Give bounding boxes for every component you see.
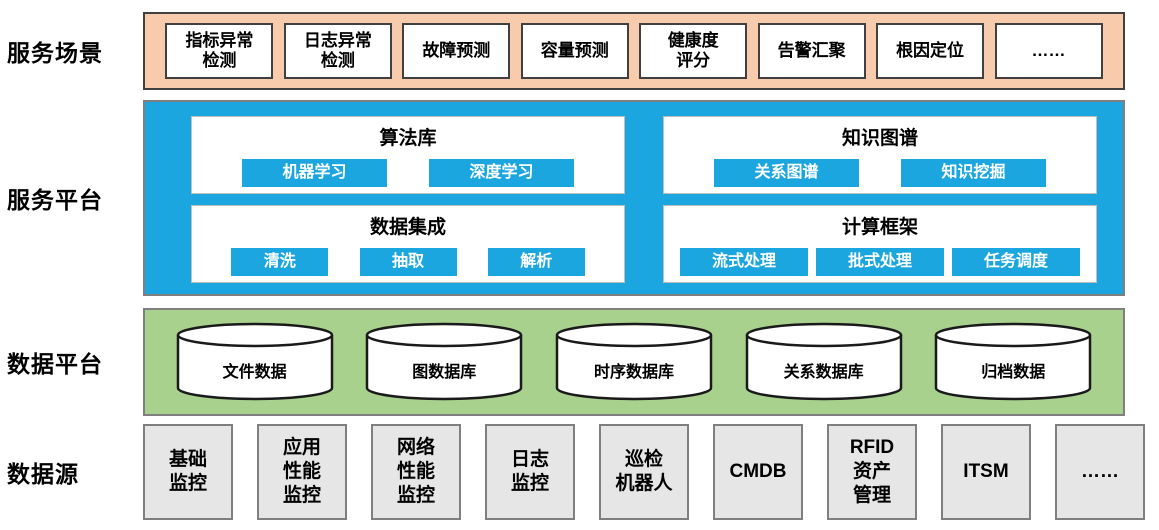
database-cylinder-archive-data: 归档数据 (933, 322, 1093, 402)
source-box-basic-monitoring: 基础 监控 (143, 424, 233, 520)
group-title-algorithm-library: 算法库 (379, 128, 437, 149)
database-cylinder-graph-db: 图数据库 (364, 322, 524, 402)
source-box-log-monitoring: 日志 监控 (485, 424, 575, 520)
source-box-npm: 网络 性能 监控 (371, 424, 461, 520)
source-box-cmdb: CMDB (713, 424, 803, 520)
source-box-inspection-robot: 巡检 机器人 (599, 424, 689, 520)
cylinder-label: 归档数据 (981, 364, 1046, 381)
database-cylinder-timeseries-db: 时序数据库 (554, 322, 714, 402)
group-title-data-integration: 数据集成 (369, 217, 446, 238)
chip-knowledge-mining: 知识挖掘 (901, 159, 1046, 187)
group-data-integration: 数据集成 清洗 抽取 解析 (191, 205, 625, 283)
chip-task-scheduling: 任务调度 (952, 248, 1080, 276)
database-cylinder-relational-db: 关系数据库 (744, 322, 904, 402)
scenario-box-metric-anomaly: 指标异常 检测 (165, 23, 274, 79)
cylinder-label: 文件数据 (222, 364, 287, 381)
scenario-box-health-score: 健康度 评分 (639, 23, 748, 79)
data-integration-chips: 清洗 抽取 解析 (200, 248, 616, 276)
chip-parsing: 解析 (487, 248, 585, 276)
knowledge-graph-chips: 关系图谱 知识挖掘 (672, 159, 1088, 187)
group-algorithm-library: 算法库 机器学习 深度学习 (191, 116, 625, 194)
chip-machine-learning: 机器学习 (242, 159, 387, 187)
scenario-box-root-cause: 根因定位 (876, 23, 985, 79)
row-label-platform: 服务平台 (7, 187, 103, 213)
scenario-box-capacity-prediction: 容量预测 (520, 23, 629, 79)
platform-band: 算法库 机器学习 深度学习 知识图谱 关系图谱 知识挖掘 数据集成 清洗 抽取 … (143, 100, 1125, 296)
source-box-more: …… (1055, 424, 1145, 520)
chip-stream-processing: 流式处理 (680, 248, 808, 276)
group-computing-framework: 计算框架 流式处理 批式处理 任务调度 (663, 205, 1097, 283)
scenario-box-alert-aggregation: 告警汇聚 (757, 23, 866, 79)
source-box-apm: 应用 性能 监控 (257, 424, 347, 520)
data-platform-band: 文件数据 图数据库 时序数据库 (143, 308, 1125, 416)
cylinder-label: 关系数据库 (783, 364, 864, 381)
data-sources-band: 基础 监控 应用 性能 监控 网络 性能 监控 日志 监控 巡检 机器人 CMD… (143, 424, 1145, 520)
chip-deep-learning: 深度学习 (429, 159, 574, 187)
group-knowledge-graph: 知识图谱 关系图谱 知识挖掘 (663, 116, 1097, 194)
scenario-box-log-anomaly: 日志异常 检测 (283, 23, 392, 79)
chip-extraction: 抽取 (359, 248, 457, 276)
row-label-data-platform: 数据平台 (7, 351, 103, 377)
database-cylinder-file-data: 文件数据 (175, 322, 335, 402)
computing-framework-chips: 流式处理 批式处理 任务调度 (672, 248, 1088, 276)
source-box-rfid-asset: RFID 资产 管理 (827, 424, 917, 520)
chip-batch-processing: 批式处理 (816, 248, 944, 276)
row-label-scenarios: 服务场景 (7, 40, 103, 66)
cylinder-label: 时序数据库 (593, 364, 674, 381)
cylinder-label: 图数据库 (412, 364, 477, 381)
service-platform-row: 服务平台 算法库 机器学习 深度学习 知识图谱 关系图谱 知识挖掘 数据集成 清… (0, 100, 1159, 296)
service-scenarios-row: 服务场景 指标异常 检测 日志异常 检测 故障预测 容量预测 健康度 评分 告警… (0, 12, 1159, 90)
group-title-knowledge-graph: 知识图谱 (841, 128, 918, 149)
data-sources-row: 数据源 基础 监控 应用 性能 监控 网络 性能 监控 日志 监控 巡检 机器人… (0, 424, 1159, 520)
source-box-itsm: ITSM (941, 424, 1031, 520)
group-title-computing-framework: 计算框架 (841, 217, 918, 238)
chip-relation-graph: 关系图谱 (714, 159, 859, 187)
scenario-box-fault-prediction: 故障预测 (402, 23, 511, 79)
data-platform-row: 数据平台 文件数据 图数据库 (0, 308, 1159, 416)
algorithm-library-chips: 机器学习 深度学习 (200, 159, 616, 187)
scenarios-band: 指标异常 检测 日志异常 检测 故障预测 容量预测 健康度 评分 告警汇聚 根因… (143, 12, 1125, 90)
row-label-data-sources: 数据源 (7, 461, 79, 487)
chip-cleaning: 清洗 (231, 248, 329, 276)
scenario-box-more: …… (994, 23, 1103, 79)
